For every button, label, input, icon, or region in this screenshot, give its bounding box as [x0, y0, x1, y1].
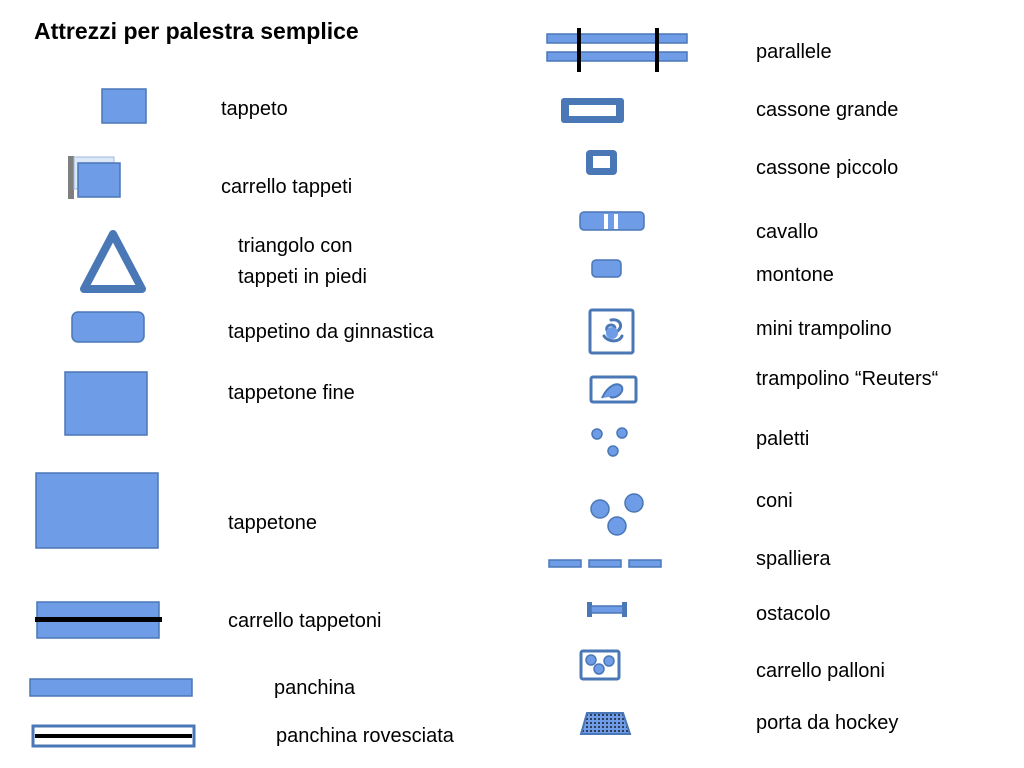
legend-label: carrello palloni [756, 660, 885, 682]
large-square-icon [35, 472, 161, 552]
legend-label: porta da hockey [756, 712, 899, 734]
legend-label: spalliera [756, 548, 831, 570]
legend-label: trampolino “Reuters“ [756, 368, 939, 390]
big-vault-box-icon [558, 95, 628, 127]
wall-bars-icon [547, 557, 665, 571]
legend-label: tappetone fine [228, 382, 355, 404]
poles-icon [588, 424, 632, 462]
vaulting-horse-icon [578, 209, 648, 235]
big-mat-cart-icon [32, 599, 164, 643]
legend-label: coni [756, 490, 793, 512]
legend-label: panchina rovesciata [276, 725, 454, 747]
legend-label: parallele [756, 41, 832, 63]
overturned-bench-icon [30, 724, 198, 750]
ball-cart-icon [578, 648, 624, 684]
legend-label: ostacolo [756, 603, 831, 625]
parallel-bars-icon [545, 26, 690, 74]
small-square-icon [100, 88, 148, 126]
legend-label: tappetino da ginnastica [228, 321, 434, 343]
cones-icon [588, 490, 648, 540]
page-title: Attrezzi per palestra semplice [34, 18, 359, 44]
buck-icon [590, 258, 624, 280]
legend-label: carrello tappeti [221, 176, 353, 198]
hurdle-icon [585, 600, 631, 620]
rounded-mat-icon [70, 310, 148, 346]
springboard-icon [588, 373, 640, 407]
legend-label: carrello tappetoni [228, 610, 382, 632]
small-vault-box-icon [584, 148, 620, 178]
legend-label-line-1: triangolo con [238, 235, 353, 257]
hockey-goal-icon [578, 710, 634, 738]
mini-trampoline-icon [586, 306, 638, 358]
mat-cart-icon [66, 154, 124, 202]
legend-label: panchina [274, 677, 356, 699]
legend-label: mini trampolino [756, 318, 892, 340]
medium-square-icon [64, 371, 150, 439]
legend-label: paletti [756, 428, 810, 450]
legend-label: montone [756, 264, 834, 286]
triangle-icon [78, 228, 148, 296]
legend-label: cassone grande [756, 99, 899, 121]
legend-label: tappetone [228, 512, 317, 534]
legend-label-line-2: tappeti in piedi [238, 266, 367, 288]
legend-label: cavallo [756, 221, 819, 243]
legend-label: tappeto [221, 98, 288, 120]
bench-icon [28, 677, 194, 699]
legend-label: cassone piccolo [756, 157, 899, 179]
